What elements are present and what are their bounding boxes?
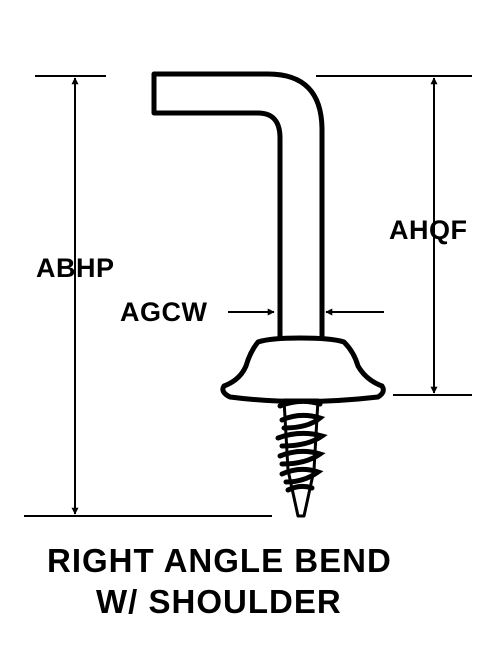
wire-width-label: AGCW — [120, 297, 208, 327]
shoulder-height-label: AHQF — [389, 215, 468, 245]
screw-threads — [275, 398, 328, 493]
caption-line-2: W/ SHOULDER — [96, 583, 342, 620]
shoulder-washer — [220, 335, 386, 404]
caption-line-1: RIGHT ANGLE BEND — [47, 542, 392, 579]
overall-height-label: ABHP — [36, 253, 115, 283]
